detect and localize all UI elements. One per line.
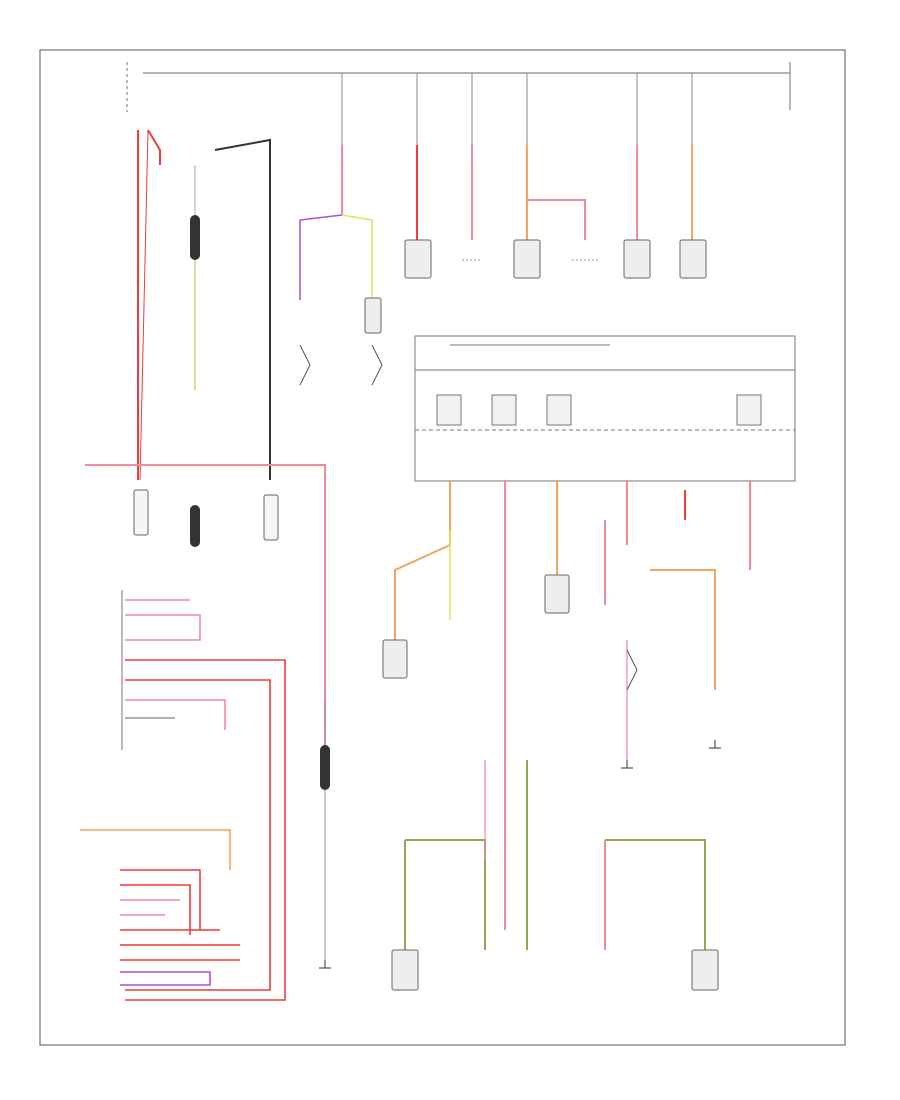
generator-fusible-link bbox=[190, 165, 200, 390]
switch-symbols bbox=[299, 344, 638, 691]
bottom-components bbox=[391, 949, 719, 991]
component-module bbox=[382, 639, 408, 679]
underhood-fuse-box bbox=[414, 335, 796, 482]
ground-icon bbox=[709, 740, 721, 749]
top-fuse-drops bbox=[341, 73, 693, 145]
fuse-icon bbox=[736, 394, 762, 426]
component-module bbox=[623, 239, 651, 279]
fuse-icon bbox=[263, 494, 279, 541]
component-module bbox=[513, 239, 541, 279]
generator-block bbox=[85, 464, 326, 760]
switch-icon bbox=[371, 344, 383, 386]
top-components bbox=[364, 239, 707, 334]
fusible-link-icon bbox=[190, 215, 200, 260]
fusible-link-icon bbox=[190, 505, 200, 547]
middle-components bbox=[382, 574, 570, 679]
ground-icon bbox=[621, 760, 633, 769]
inline-fusible-link bbox=[320, 700, 330, 960]
component-module bbox=[679, 239, 707, 279]
fuse-icon bbox=[133, 489, 149, 536]
battery-feed bbox=[137, 129, 271, 481]
middle-fuses bbox=[436, 394, 762, 426]
component-relay bbox=[364, 297, 382, 334]
top-power-bus bbox=[126, 62, 791, 112]
ground-symbols bbox=[319, 740, 721, 969]
component-module bbox=[691, 949, 719, 991]
component-module bbox=[544, 574, 570, 614]
switch-icon bbox=[626, 649, 638, 691]
lower-distribution bbox=[404, 760, 706, 950]
fuse-icon bbox=[436, 394, 462, 426]
middle-wires bbox=[394, 480, 751, 930]
left-fuse-bank bbox=[80, 590, 286, 1001]
fuse-icon bbox=[491, 394, 517, 426]
switch-icon bbox=[299, 344, 311, 386]
top-fuse-wires bbox=[299, 145, 693, 300]
ground-icon bbox=[319, 960, 331, 969]
fuse-icon bbox=[546, 394, 572, 426]
component-module bbox=[404, 239, 432, 279]
component-module bbox=[391, 949, 419, 991]
fusible-link-icon bbox=[320, 745, 330, 790]
